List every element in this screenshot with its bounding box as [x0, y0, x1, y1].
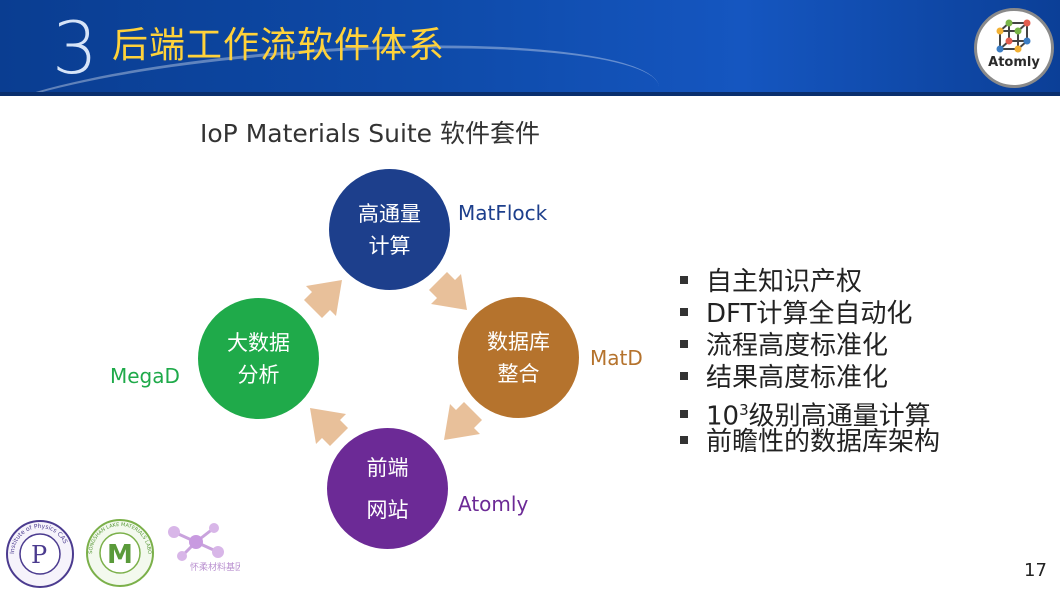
- arrow-left-to-top: [304, 280, 342, 318]
- list-item: 103级别高通量计算: [680, 394, 940, 432]
- slide-title: 后端工作流软件体系: [112, 25, 446, 66]
- list-item: 结果高度标准化: [680, 362, 940, 394]
- slide-header: 3 后端工作流软件体系 Atomly: [0, 0, 1060, 96]
- atomly-logo: Atomly: [974, 8, 1054, 88]
- node-label-line2: 网站: [366, 497, 409, 522]
- list-item: 自主知识产权: [680, 266, 940, 298]
- list-item: 流程高度标准化: [680, 330, 940, 362]
- list-item-text: 结果高度标准化: [706, 363, 889, 393]
- node-label-line2: 整合: [497, 361, 540, 386]
- arrow-top-to-right: [429, 272, 467, 310]
- node-label-line2: 分析: [237, 362, 280, 387]
- list-item-exponent: 3: [739, 401, 749, 419]
- songshan-lake-logo: M SONGSHAN LAKE MATERIALS LABORATORY: [84, 516, 154, 587]
- arrow-bottom-to-left: [310, 408, 348, 446]
- list-item-text: DFT计算全自动化: [706, 299, 913, 329]
- feature-list: 自主知识产权 DFT计算全自动化 流程高度标准化 结果高度标准化 103级别高通…: [680, 266, 940, 458]
- svg-text:P: P: [31, 541, 47, 569]
- cycle-node-big-data: 大数据 分析: [198, 298, 319, 419]
- list-item: DFT计算全自动化: [680, 298, 940, 330]
- bullet-square-icon: [680, 275, 688, 284]
- huairou-platform-logo: 怀柔材料基因平台: [168, 523, 240, 573]
- bullet-square-icon: [680, 307, 688, 316]
- node-label-line2: 计算: [368, 233, 411, 258]
- page-number: 17: [1024, 560, 1047, 581]
- huairou-logo-text: 怀柔材料基因平台: [190, 561, 240, 573]
- bullet-square-icon: [680, 371, 688, 380]
- tag-megad: MegaD: [110, 364, 180, 388]
- suite-subtitle: IoP Materials Suite 软件套件: [200, 119, 541, 148]
- bullet-square-icon: [680, 339, 688, 348]
- tag-matflock: MatFlock: [458, 201, 548, 225]
- cube-lattice-icon: [996, 19, 1031, 53]
- iop-cas-logo: P Institute of Physics CAS: [6, 520, 74, 588]
- list-item: 前瞻性的数据库架构: [680, 426, 940, 458]
- section-number: 3: [52, 6, 98, 90]
- tag-atomly: Atomly: [458, 492, 529, 516]
- node-label-line1: 数据库: [487, 329, 550, 354]
- bullet-square-icon: [680, 410, 688, 419]
- bullet-square-icon: [680, 435, 688, 444]
- atomly-logo-text: Atomly: [988, 55, 1040, 70]
- node-label-line1: 高通量: [358, 201, 421, 226]
- list-item-text: 前瞻性的数据库架构: [706, 427, 941, 457]
- list-item-text-pre: 10: [706, 401, 740, 432]
- svg-text:M: M: [107, 540, 133, 570]
- cycle-node-database: 数据库 整合: [458, 297, 579, 418]
- cycle-node-website: 前端 网站: [327, 428, 448, 549]
- header-bottom-strip: [0, 92, 1060, 96]
- node-label-line1: 大数据: [227, 330, 290, 355]
- list-item-text-post: 级别高通量计算: [748, 401, 931, 432]
- list-item-text: 自主知识产权: [706, 267, 863, 297]
- tag-matd: MatD: [590, 346, 643, 370]
- cycle-node-high-throughput: 高通量 计算: [329, 169, 450, 290]
- list-item-text: 流程高度标准化: [706, 331, 889, 361]
- arrow-right-to-bottom: [444, 402, 482, 440]
- node-label-line1: 前端: [366, 455, 409, 480]
